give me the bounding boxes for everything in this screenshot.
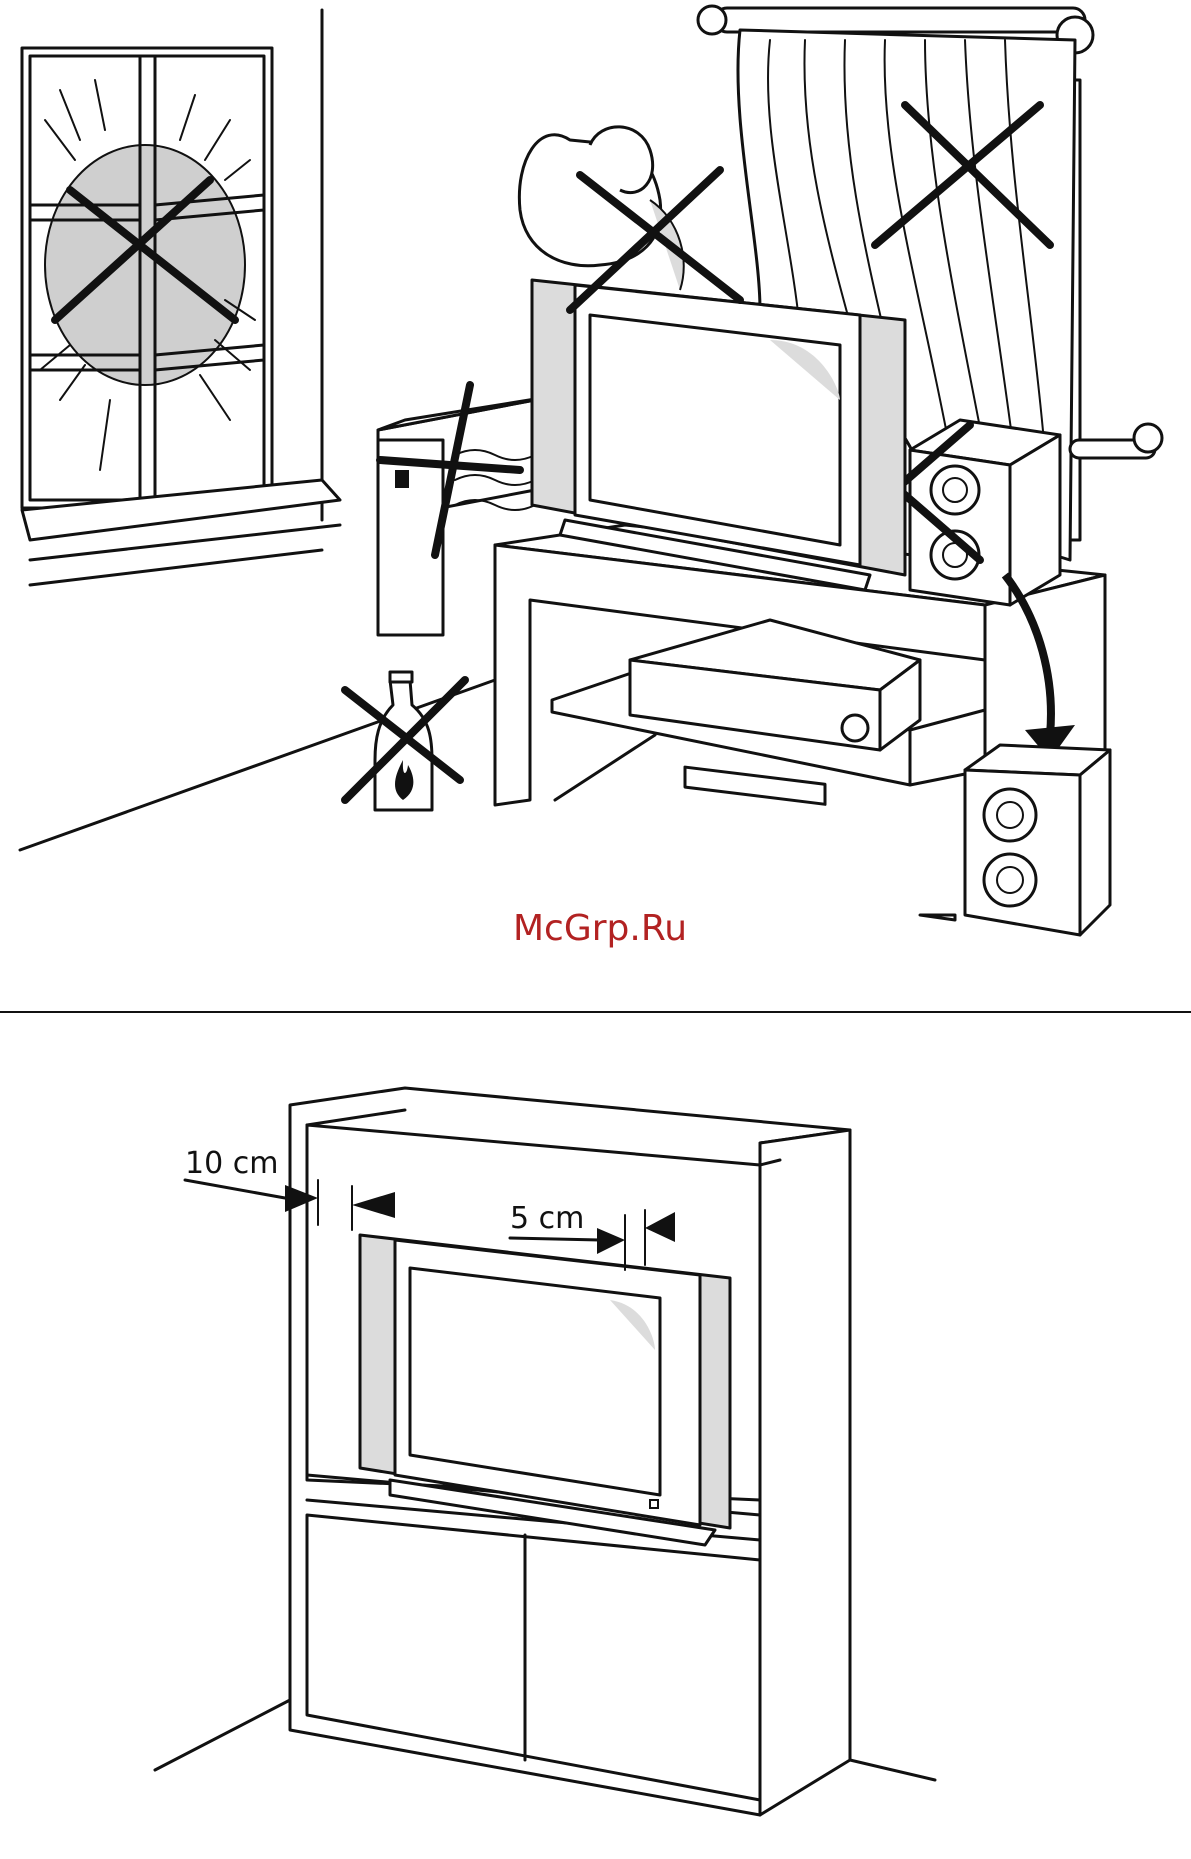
- television-in-cabinet: [360, 1235, 730, 1545]
- watermark-text: McGrp.Ru: [513, 908, 687, 949]
- side-clearance-label: 5 cm: [510, 1201, 584, 1236]
- window: [22, 48, 340, 585]
- flammable-bottle: [345, 672, 465, 810]
- speaker-on-floor: [965, 745, 1110, 935]
- top-clearance-label: 10 cm: [185, 1146, 278, 1181]
- cabinet-scene: 10 cm 5 cm: [155, 1088, 935, 1815]
- room-scene: McGrp.Ru: [20, 6, 1162, 949]
